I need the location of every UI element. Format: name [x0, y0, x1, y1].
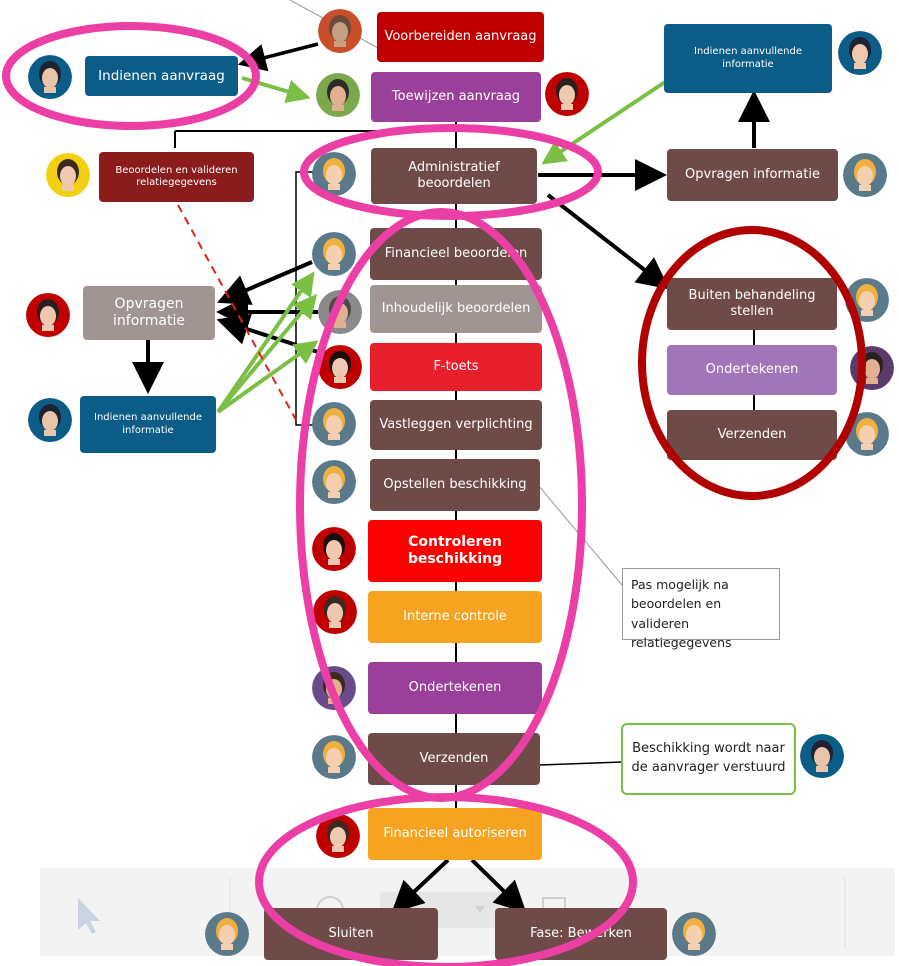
person-avatar-icon: [46, 153, 90, 197]
box-controleren-beschikking: Controleren beschikking: [368, 520, 542, 582]
person-avatar-icon: [312, 527, 356, 571]
box-opvragen-informatie-right: Opvragen informatie: [667, 149, 838, 201]
person-avatar-icon: [313, 590, 357, 634]
highlight-buiten-behandeling: [638, 226, 866, 500]
person-avatar-icon: [845, 412, 889, 456]
person-avatar-icon: [316, 814, 360, 858]
box-interne-controle: Interne controle: [368, 591, 542, 643]
note-pas-mogelijk: Pas mogelijk na beoordelen en valideren …: [622, 568, 780, 650]
box-ondertekenen-right: Ondertekenen: [667, 345, 837, 395]
person-avatar-icon: [312, 402, 356, 446]
person-avatar-icon: [312, 735, 356, 779]
person-avatar-icon: [312, 460, 356, 504]
person-avatar-icon: [28, 55, 72, 99]
highlight-afsluiting: [255, 793, 637, 966]
person-avatar-icon: [318, 9, 362, 53]
person-avatar-icon: [26, 293, 70, 337]
note-beschikking-verstuurd: Beschikking wordt naar de aanvrager vers…: [621, 723, 796, 795]
box-vastleggen-verplichting: Vastleggen verplichting: [370, 400, 542, 450]
person-avatar-icon: [838, 31, 882, 75]
box-f-toets: F-toets: [370, 343, 542, 391]
highlight-administratief: [300, 124, 602, 220]
box-ondertekenen: Ondertekenen: [368, 662, 542, 714]
box-voorbereiden-aanvraag: Voorbereiden aanvraag: [377, 12, 544, 62]
highlight-indienen: [2, 22, 260, 130]
box-indienen-aanvullende-informatie-left: Indienen aanvullende informatie: [80, 396, 216, 453]
box-financieel-autoriseren: Financieel autoriseren: [368, 808, 542, 860]
cursor-icon: [78, 898, 100, 934]
box-verzenden-right: Verzenden: [667, 410, 837, 460]
box-fase-bewerken: Fase: Bewerken: [495, 908, 667, 960]
box-opvragen-informatie-left: Opvragen informatie: [83, 286, 215, 340]
person-avatar-icon: [545, 72, 589, 116]
box-administratief-beoordelen: Administratief beoordelen: [371, 148, 537, 204]
box-opstellen-beschikking: Opstellen beschikking: [370, 459, 540, 511]
box-toewijzen-aanvraag: Toewijzen aanvraag: [371, 72, 541, 122]
box-inhoudelijk-beoordelen: Inhoudelijk beoordelen: [370, 285, 542, 333]
box-beoordelen-valideren-relatiegegevens: Beoordelen en valideren relatiegegevens: [99, 152, 254, 202]
person-avatar-icon: [843, 153, 887, 197]
person-avatar-icon: [800, 734, 844, 778]
person-avatar-icon: [312, 152, 356, 196]
person-avatar-icon: [672, 912, 716, 956]
box-buiten-behandeling-stellen: Buiten behandeling stellen: [667, 278, 837, 330]
chevron-down-icon: [475, 906, 485, 913]
box-indienen-aanvullende-informatie-right: Indienen aanvullende informatie: [664, 24, 832, 93]
person-avatar-icon: [28, 398, 72, 442]
person-avatar-icon: [318, 345, 362, 389]
person-avatar-icon: [205, 912, 249, 956]
box-indienen-aanvraag: Indienen aanvraag: [85, 56, 238, 96]
background-toolbar: [40, 868, 895, 956]
person-avatar-icon: [312, 232, 356, 276]
person-avatar-icon: [316, 73, 360, 117]
highlight-main-flow: [296, 208, 586, 802]
